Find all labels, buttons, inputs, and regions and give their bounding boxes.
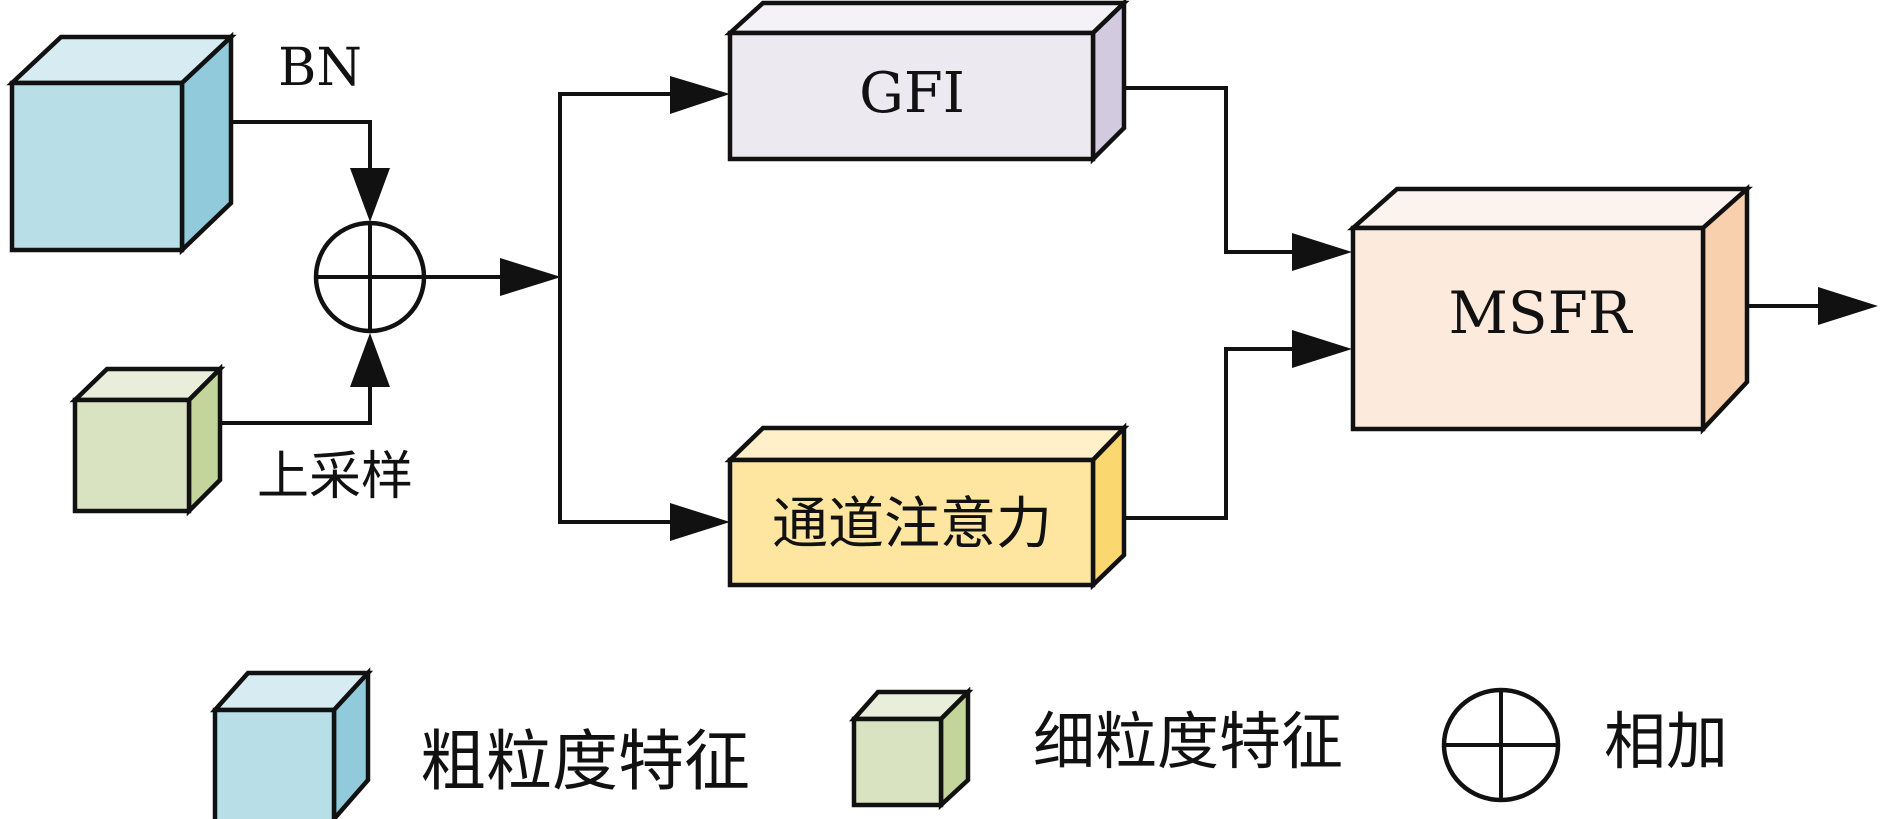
msfr-label: MSFR <box>1448 279 1633 347</box>
legend: 粗粒度特征 细粒度特征 相加 <box>209 667 1728 819</box>
legend-add-label: 相加 <box>1604 705 1728 778</box>
legend-coarse-label: 粗粒度特征 <box>420 723 750 800</box>
upsample-label: 上采样 <box>257 447 413 507</box>
legend-add-icon <box>1441 687 1561 803</box>
arrowhead-right-icon <box>500 258 561 296</box>
legend-fine-label: 细粒度特征 <box>1033 705 1343 778</box>
arrowhead-right-icon <box>670 503 730 541</box>
add-operator-icon <box>313 220 427 334</box>
arrowhead-right-icon <box>1292 330 1352 368</box>
msfr-module <box>1347 183 1753 435</box>
gfi-label: GFI <box>859 61 965 126</box>
connector-split-branches <box>558 92 672 524</box>
connector-fine-to-add <box>220 375 372 425</box>
connector-channel-attention-to-msfr <box>1124 347 1300 520</box>
arrowhead-right-icon <box>1818 287 1878 325</box>
gfi-module <box>724 0 1130 165</box>
connector-coarse-to-add <box>231 120 372 180</box>
arrowhead-right-icon <box>1292 233 1352 271</box>
bn-label: BN <box>278 38 362 98</box>
arrowhead-down-icon <box>350 168 390 222</box>
arrowhead-up-icon <box>350 333 390 387</box>
connector-gfi-to-msfr <box>1124 86 1300 254</box>
legend-coarse-cube-icon <box>209 667 374 819</box>
channel-attention-module <box>724 422 1130 591</box>
legend-fine-cube-icon <box>848 686 974 811</box>
coarse-feature-cube <box>6 31 237 256</box>
fine-feature-cube <box>69 363 226 517</box>
arrowhead-right-icon <box>670 76 730 114</box>
channel-attention-label: 通道注意力 <box>772 492 1052 557</box>
